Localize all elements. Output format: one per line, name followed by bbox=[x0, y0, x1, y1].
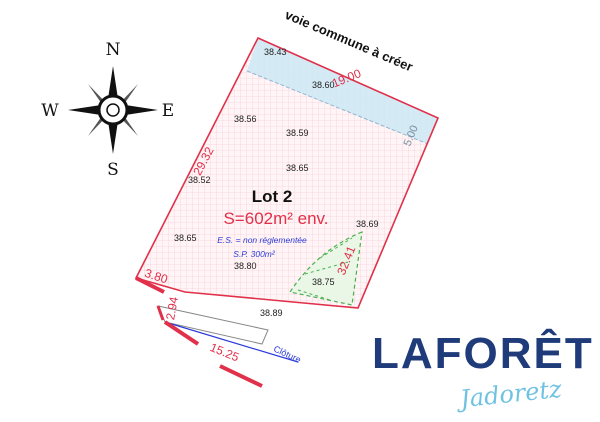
elevation: 38.89 bbox=[260, 308, 283, 318]
compass-east-arrow bbox=[120, 105, 158, 115]
bottom-boundary bbox=[135, 276, 299, 388]
elevation: 38.69 bbox=[356, 219, 379, 229]
elevation: 38.65 bbox=[174, 233, 197, 243]
elevation: 38.52 bbox=[188, 175, 211, 185]
cloture-line bbox=[164, 321, 299, 363]
dim-mark-jog bbox=[156, 305, 165, 321]
compass-label-south: S bbox=[107, 160, 119, 180]
elevation: 38.43 bbox=[264, 47, 287, 57]
dim-mark-bottom-left bbox=[135, 276, 165, 294]
dim-mark-bottom-b bbox=[219, 364, 263, 388]
compass-center bbox=[106, 103, 120, 117]
compass-north-arrow bbox=[108, 66, 118, 104]
elevation: 38.80 bbox=[234, 261, 257, 271]
lot-name: Lot 2 bbox=[252, 187, 293, 206]
compass-south-arrow bbox=[108, 116, 118, 154]
elevation: 38.56 bbox=[234, 114, 257, 124]
lot-parcel bbox=[134, 36, 440, 309]
brand-logo: LAFORÊT bbox=[372, 329, 594, 378]
elevation: 38.75 bbox=[312, 277, 335, 287]
elevation: 38.65 bbox=[286, 163, 309, 173]
compass-label-west: W bbox=[41, 101, 59, 121]
dim-bottom-jog: 2.94 bbox=[163, 295, 181, 321]
compass-label-north: N bbox=[106, 40, 121, 60]
elevation: 38.59 bbox=[286, 128, 309, 138]
compass-label-east: E bbox=[162, 101, 174, 121]
lot-area: S=602m² env. bbox=[223, 209, 328, 228]
es-note: E.S. = non réglementée bbox=[217, 235, 307, 245]
compass-west-arrow bbox=[68, 105, 106, 115]
elevation: 38.60 bbox=[312, 80, 335, 90]
elevation-points: 38.43 38.60 38.56 38.59 38.52 38.65 38.6… bbox=[174, 47, 379, 318]
sp-note: S.P. 300m² bbox=[233, 249, 276, 259]
access-strip bbox=[247, 38, 438, 144]
strip-line bbox=[246, 70, 429, 145]
green-zone-line bbox=[319, 237, 353, 259]
dim-bottom-left: 3.80 bbox=[143, 266, 170, 287]
green-zone bbox=[289, 231, 363, 306]
compass-rose: N S W E bbox=[41, 40, 174, 180]
lot-boundary bbox=[134, 36, 440, 309]
cloture-label: Clôture bbox=[272, 344, 303, 365]
green-zone-line bbox=[304, 261, 349, 275]
dim-mark-bottom-a bbox=[163, 320, 200, 346]
